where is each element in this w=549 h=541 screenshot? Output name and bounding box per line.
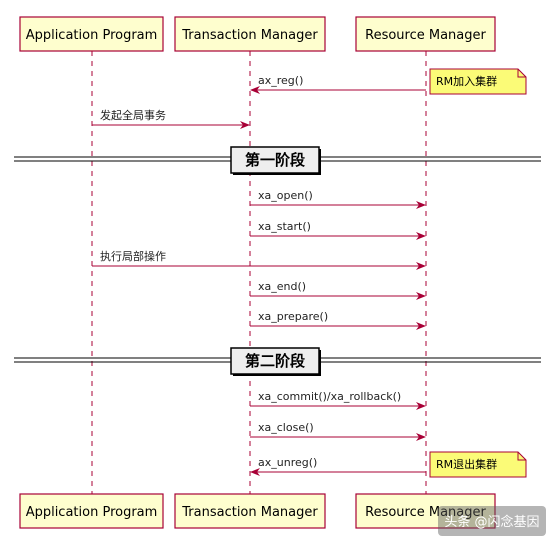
participant-box: [174, 16, 326, 52]
note-1: RM加入集群: [429, 68, 527, 95]
participant-tm-bottom: Transaction Manager: [174, 493, 326, 529]
watermark-text: 头条 @闪念基因: [444, 514, 539, 530]
watermark: 头条 @闪念基因: [438, 506, 546, 536]
message-2: 发起全局事务: [92, 108, 250, 129]
message-4: xa_start(): [250, 220, 426, 240]
participant-rm-bottom: Resource Manager: [355, 493, 496, 529]
message-label: xa_close(): [258, 421, 314, 434]
divider-label-box: [230, 146, 320, 174]
participant-box: [174, 493, 326, 529]
phase-divider-1: 第一阶段: [14, 146, 541, 175]
note-box: [429, 451, 527, 478]
message-5: 执行局部操作: [92, 249, 426, 270]
notes: RM加入集群 RM退出集群: [429, 68, 527, 478]
message-label: xa_prepare(): [258, 310, 328, 323]
messages: ax_reg() 发起全局事务 xa_open() xa_start() 执行局部操作 x…: [92, 74, 426, 476]
message-8: xa_commit()/xa_rollback(): [250, 390, 426, 410]
participant-ap-bottom: Application Program: [19, 493, 164, 529]
note-text: RM退出集群: [436, 457, 497, 471]
message-label: xa_open(): [258, 189, 313, 202]
divider-label: 第一阶段: [245, 151, 305, 169]
participant-box: [355, 16, 496, 52]
note-box: [429, 68, 527, 95]
participant-label: Transaction Manager: [181, 28, 318, 43]
participant-label: Transaction Manager: [181, 505, 318, 520]
participant-tm-top: Transaction Manager: [174, 16, 326, 52]
divider-label: 第二阶段: [245, 352, 305, 370]
participant-box: [19, 493, 164, 529]
message-3: xa_open(): [250, 189, 426, 209]
watermark-background: [438, 506, 546, 536]
note-fold: [517, 69, 526, 78]
message-label: 发起全局事务: [100, 108, 166, 122]
message-label: xa_start(): [258, 220, 311, 233]
divider-label-box: [230, 347, 320, 375]
message-label: xa_end(): [258, 280, 306, 293]
message-1: ax_reg(): [250, 74, 426, 94]
participant-rm-top: Resource Manager: [355, 16, 496, 52]
message-7: xa_prepare(): [250, 310, 426, 330]
message-10: ax_unreg(): [250, 456, 426, 476]
message-label: 执行局部操作: [100, 249, 166, 263]
note-2: RM退出集群: [429, 451, 527, 478]
participant-ap-top: Application Program: [19, 16, 164, 52]
phase-divider-2: 第二阶段: [14, 347, 541, 376]
note-fold: [517, 452, 526, 461]
message-label: xa_commit()/xa_rollback(): [258, 390, 401, 403]
participant-box: [355, 493, 496, 529]
participant-label: Application Program: [26, 505, 158, 520]
note-text: RM加入集群: [436, 74, 497, 88]
participant-label: Resource Manager: [365, 505, 486, 520]
message-label: ax_unreg(): [258, 456, 317, 469]
message-6: xa_end(): [250, 280, 426, 300]
participant-box: [19, 16, 164, 52]
message-label: ax_reg(): [258, 74, 303, 87]
message-9: xa_close(): [250, 421, 426, 441]
participant-label: Application Program: [26, 28, 158, 43]
participant-label: Resource Manager: [365, 28, 486, 43]
